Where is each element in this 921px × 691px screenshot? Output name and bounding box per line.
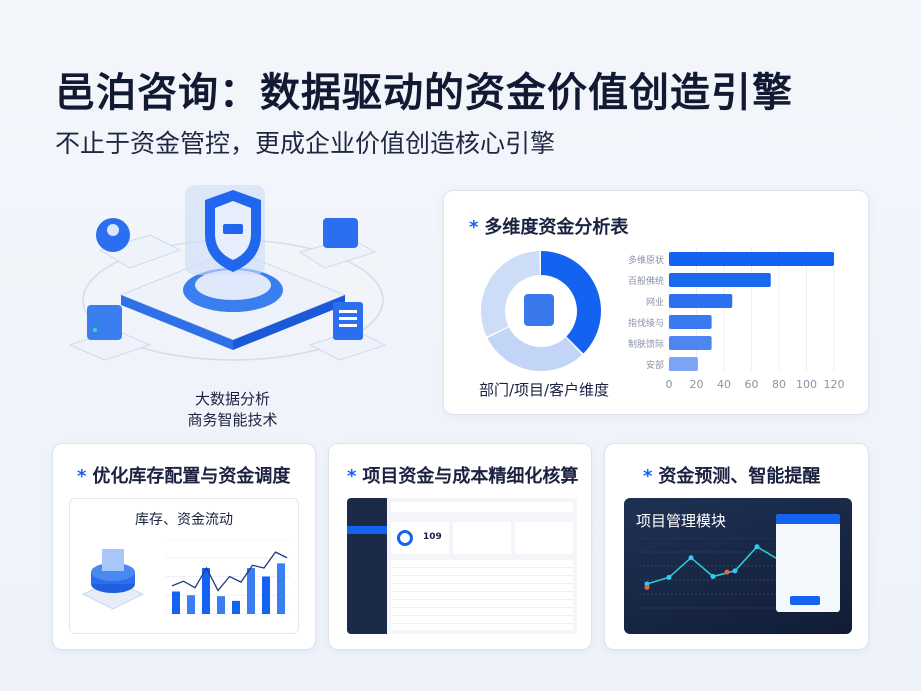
inventory-panel: 库存、资金流动 [69, 498, 299, 634]
inventory-card-title: *优化库存配置与资金调度 [77, 466, 291, 487]
forecast-card-title: *资金预测、智能提醒 [643, 466, 821, 487]
x-tick-label: 20 [690, 378, 704, 391]
document-icon [308, 302, 387, 361]
y-category-label: 指伐绫与 [628, 317, 664, 329]
dashboard-sidebar [347, 498, 387, 634]
trend-line [171, 551, 288, 592]
bar [669, 294, 733, 308]
page-subtitle: 不止于资金管控，更成企业价值创造核心引擎 [55, 129, 556, 158]
x-tick-label: 0 [666, 378, 673, 391]
donut-slice [541, 251, 601, 354]
analysis-card-title: *多维度资金分析表 [469, 217, 629, 238]
dashboard-screenshot: 109 [347, 498, 577, 634]
project-card-title: *项目资金与成本精细化核算 [347, 466, 579, 487]
page-title: 邑泊咨询：数据驱动的资金价值创造引擎 [55, 70, 793, 116]
donut-chart [481, 251, 601, 371]
forecast-panel: 项目管理模块 [624, 498, 852, 634]
forecast-panel-title: 项目管理模块 [636, 512, 727, 530]
confirm-button[interactable] [790, 596, 820, 605]
cube-stack-icon [81, 549, 145, 610]
donut-slice [487, 327, 583, 371]
alert-point [644, 584, 650, 590]
monitor-icon [298, 218, 377, 269]
reminder-popup[interactable] [776, 514, 840, 612]
inventory-panel-title: 库存、资金流动 [135, 512, 233, 528]
bar [247, 568, 255, 614]
inventory-chart [165, 539, 290, 615]
data-point [732, 568, 738, 574]
document-icon [524, 294, 554, 326]
donut-caption: 部门/项目/客户维度 [478, 381, 610, 399]
x-tick-label: 60 [745, 378, 759, 391]
bar [669, 315, 712, 329]
bar [277, 563, 285, 614]
y-category-label: 安部 [646, 359, 664, 371]
bar [202, 568, 210, 614]
server-icon [68, 305, 152, 361]
analysis-card: *多维度资金分析表 部门/项目/客户维度 0 20 40 60 80 100 120 多维原状… [443, 190, 869, 415]
bar [669, 357, 698, 371]
hero-caption-1: 大数据分析 [194, 390, 270, 408]
user-icon [96, 218, 182, 269]
data-point [710, 574, 716, 579]
data-point [688, 555, 694, 561]
data-point [666, 574, 672, 580]
dashboard-header [391, 502, 573, 512]
bar [669, 273, 771, 287]
y-category-label: 百般佛统 [628, 275, 664, 287]
hero-caption-2: 商务智能技术 [187, 411, 278, 429]
data-point [754, 544, 760, 550]
bar [669, 252, 834, 266]
x-tick-label: 100 [796, 378, 817, 391]
kpi-card: 109 [391, 522, 449, 554]
alert-point [724, 569, 730, 575]
x-tick-label: 120 [824, 378, 845, 391]
bar [669, 336, 712, 350]
y-category-label: 制肤馈际 [628, 338, 664, 350]
inventory-card: *优化库存配置与资金调度 库存、资金流动 [52, 443, 316, 650]
bar [262, 576, 270, 614]
bar [187, 595, 195, 614]
shield-icon [185, 185, 265, 275]
bar [217, 596, 225, 614]
x-tick-label: 80 [772, 378, 786, 391]
forecast-chart [639, 538, 799, 609]
hero-illustration: 大数据分析 商务智能技术 [55, 180, 410, 429]
x-tick-label: 40 [717, 378, 731, 391]
project-card: *项目资金与成本精细化核算 109 [328, 443, 592, 650]
data-point [644, 581, 650, 587]
data-table [391, 560, 573, 630]
y-category-label: 多维原状 [628, 254, 664, 266]
bar [232, 600, 240, 614]
y-category-label: 网业 [646, 297, 664, 308]
donut-slice [481, 251, 540, 337]
bar [172, 591, 180, 614]
forecast-card: *资金预测、智能提醒 项目管理模块 [604, 443, 869, 650]
